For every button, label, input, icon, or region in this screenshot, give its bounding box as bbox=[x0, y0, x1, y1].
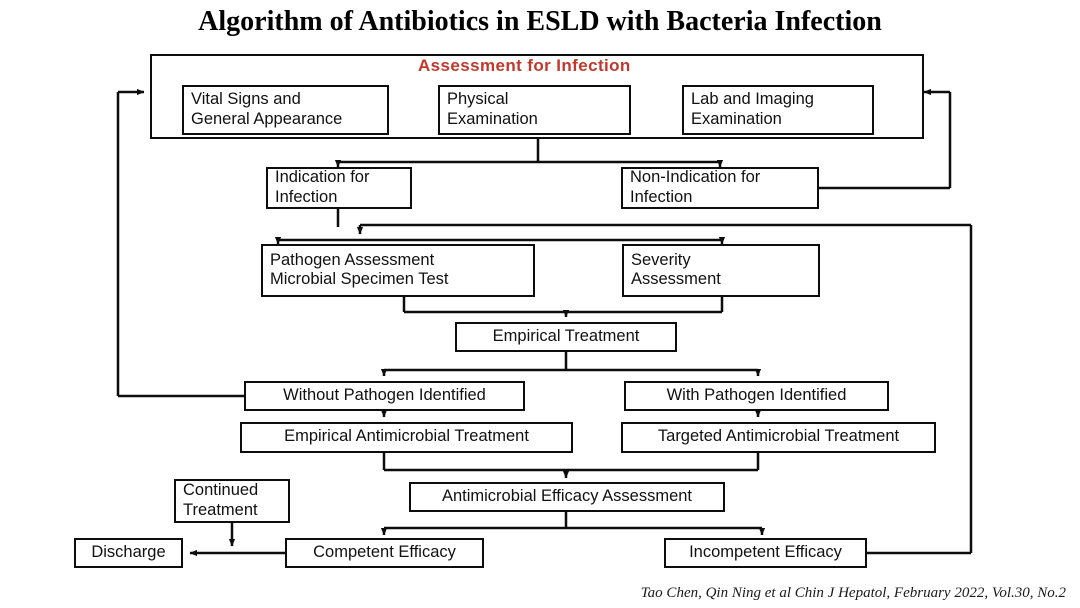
page-title: Algorithm of Antibiotics in ESLD with Ba… bbox=[198, 6, 882, 37]
node-pathogen-assessment-line1: Pathogen Assessment bbox=[270, 250, 435, 269]
node-competent-efficacy-label: Competent Efficacy bbox=[313, 542, 456, 561]
assessment-section-title: Assessment for Infection bbox=[418, 56, 631, 75]
node-indication-line1: Indication for bbox=[275, 168, 370, 187]
node-empirical-antimicrobial-treatment[interactable]: Empirical Antimicrobial Treatment bbox=[240, 422, 573, 453]
node-continued-treatment-line2: Treatment bbox=[183, 500, 258, 519]
node-non-indication-line2: Infection bbox=[630, 187, 693, 206]
node-physical-examination-line2: Examination bbox=[447, 109, 538, 128]
node-physical-examination[interactable]: Physical Examination bbox=[438, 85, 631, 135]
node-lab-and-imaging-line1: Lab and Imaging bbox=[691, 90, 814, 109]
node-lab-and-imaging[interactable]: Lab and Imaging Examination bbox=[682, 85, 874, 135]
node-incompetent-efficacy-label: Incompetent Efficacy bbox=[689, 542, 842, 561]
citation-text: Tao Chen, Qin Ning et al Chin J Hepatol,… bbox=[640, 585, 1066, 601]
node-discharge[interactable]: Discharge bbox=[74, 538, 183, 568]
node-empirical-antimicrobial-label: Empirical Antimicrobial Treatment bbox=[284, 427, 529, 446]
node-severity-assessment[interactable]: Severity Assessment bbox=[622, 244, 820, 297]
node-non-indication-for-infection[interactable]: Non-Indication for Infection bbox=[621, 167, 819, 209]
node-without-pathogen-label: Without Pathogen Identified bbox=[283, 385, 486, 404]
node-competent-efficacy[interactable]: Competent Efficacy bbox=[285, 538, 484, 568]
node-indication-line2: Infection bbox=[275, 187, 338, 206]
node-indication-for-infection[interactable]: Indication for Infection bbox=[266, 167, 412, 209]
node-without-pathogen-identified[interactable]: Without Pathogen Identified bbox=[244, 381, 525, 411]
node-vital-signs[interactable]: Vital Signs and General Appearance bbox=[182, 85, 389, 135]
node-targeted-antimicrobial-treatment[interactable]: Targeted Antimicrobial Treatment bbox=[621, 422, 936, 453]
node-severity-assessment-line2: Assessment bbox=[631, 270, 721, 288]
node-lab-and-imaging-line2: Examination bbox=[691, 109, 782, 128]
node-empirical-treatment[interactable]: Empirical Treatment bbox=[455, 322, 677, 352]
node-severity-assessment-line1: Severity bbox=[631, 250, 691, 269]
node-discharge-label: Discharge bbox=[91, 542, 166, 561]
node-pathogen-assessment[interactable]: Pathogen Assessment Microbial Specimen T… bbox=[261, 244, 535, 297]
node-pathogen-assessment-line2: Microbial Specimen Test bbox=[270, 270, 449, 288]
node-non-indication-line1: Non-Indication for bbox=[630, 168, 761, 187]
node-physical-examination-line1: Physical bbox=[447, 90, 509, 109]
node-empirical-treatment-label: Empirical Treatment bbox=[492, 326, 640, 345]
node-vital-signs-line1: Vital Signs and bbox=[191, 90, 301, 109]
node-antimicrobial-efficacy-assessment[interactable]: Antimicrobial Efficacy Assessment bbox=[409, 482, 725, 512]
node-continued-treatment[interactable]: Continued Treatment bbox=[174, 479, 290, 523]
node-with-pathogen-label: With Pathogen Identified bbox=[666, 385, 847, 404]
node-continued-treatment-line1: Continued bbox=[183, 481, 259, 500]
node-incompetent-efficacy[interactable]: Incompetent Efficacy bbox=[664, 538, 867, 568]
node-efficacy-assessment-label: Antimicrobial Efficacy Assessment bbox=[441, 486, 693, 505]
node-targeted-antimicrobial-label: Targeted Antimicrobial Treatment bbox=[657, 427, 900, 446]
node-vital-signs-line2: General Appearance bbox=[191, 109, 343, 128]
node-with-pathogen-identified[interactable]: With Pathogen Identified bbox=[624, 381, 889, 411]
